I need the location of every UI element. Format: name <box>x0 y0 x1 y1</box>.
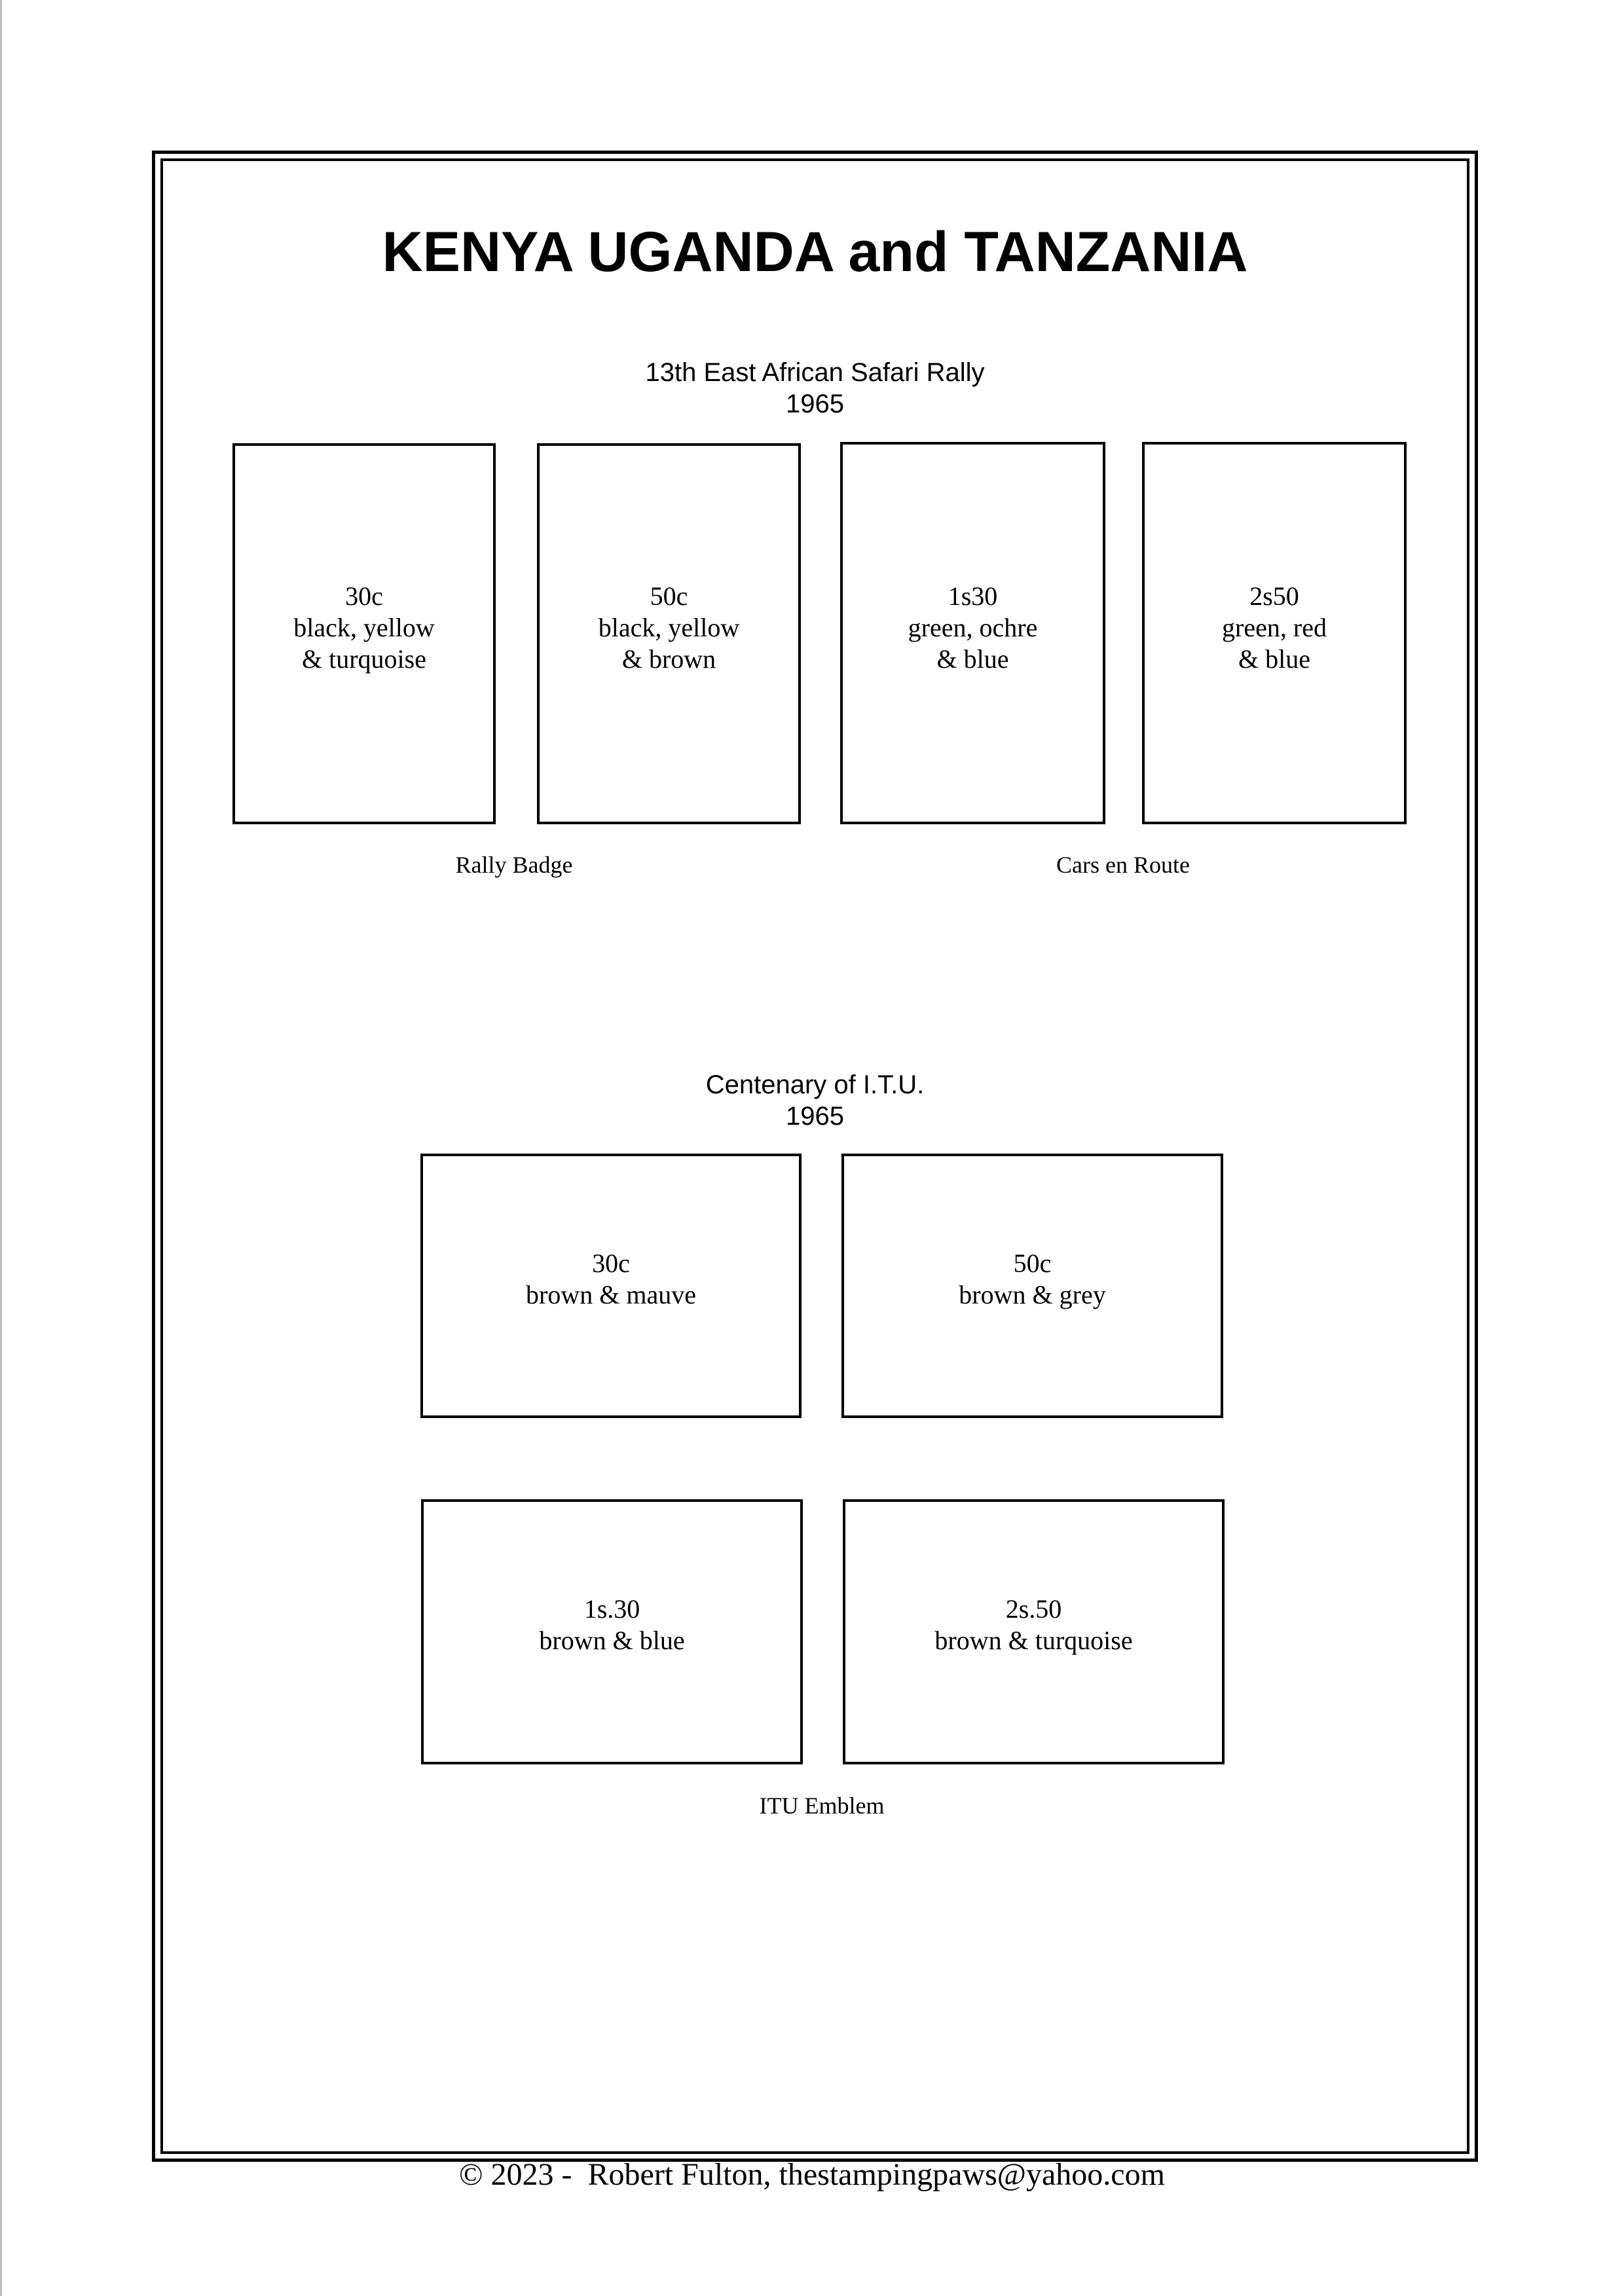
stamp-colour: black, yellow <box>598 613 740 642</box>
stamp-box: 2s50 green, red & blue <box>1142 442 1407 824</box>
stamp-value: 50c <box>650 581 688 611</box>
stamp-colour: brown & turquoise <box>934 1626 1133 1655</box>
stamp-box: 1s.30 brown & blue <box>421 1499 803 1764</box>
stamp-value: 2s50 <box>1249 581 1299 611</box>
set-heading-year: 1965 <box>786 1102 844 1131</box>
stamp-colour: brown & mauve <box>526 1280 696 1309</box>
set-heading-itu: Centenary of I.T.U. 1965 <box>160 1069 1469 1132</box>
stamp-colour: & blue <box>936 644 1009 674</box>
stamp-colour: black, yellow <box>293 613 435 642</box>
footer-copyright: © 2023 - Robert Fulton, thestampingpaws@… <box>459 2157 1165 2192</box>
stamp-value: 1s.30 <box>583 1594 640 1624</box>
stamp-value: 50c <box>1013 1248 1052 1278</box>
page-title: KENYA UGANDA and TANZANIA <box>382 221 1248 283</box>
set-heading-title: Centenary of I.T.U. <box>705 1070 925 1099</box>
stamp-caption: Rally Badge <box>455 852 573 878</box>
stamp-colour: brown & grey <box>959 1280 1106 1309</box>
stamp-value: 2s.50 <box>1005 1594 1062 1624</box>
page-border-inner <box>160 158 1469 2154</box>
page-edge <box>0 0 2 2296</box>
stamp-box: 30c black, yellow & turquoise <box>232 443 496 824</box>
set-heading-safari-rally: 13th East African Safari Rally 1965 <box>160 357 1469 420</box>
page-border-outer <box>152 151 1478 2162</box>
set-heading-year: 1965 <box>786 390 844 418</box>
stamp-colour: green, ochre <box>908 613 1038 642</box>
stamp-value: 1s30 <box>948 581 998 611</box>
stamp-value: 30c <box>345 581 383 611</box>
stamp-value: 30c <box>592 1248 630 1278</box>
set-heading-title: 13th East African Safari Rally <box>645 358 985 387</box>
stamp-box: 30c brown & mauve <box>420 1154 802 1418</box>
stamp-box: 1s30 green, ochre & blue <box>840 442 1105 824</box>
stamp-colour: green, red <box>1222 613 1327 642</box>
stamp-colour: brown & blue <box>539 1626 685 1655</box>
stamp-colour: & blue <box>1238 644 1310 674</box>
stamp-box: 50c black, yellow & brown <box>537 443 801 824</box>
stamp-caption: ITU Emblem <box>759 1793 885 1819</box>
stamp-box: 2s.50 brown & turquoise <box>843 1499 1225 1764</box>
stamp-box: 50c brown & grey <box>841 1154 1223 1418</box>
stamp-caption: Cars en Route <box>1056 852 1190 878</box>
stamp-colour: & turquoise <box>302 644 426 674</box>
stamp-colour: & brown <box>621 644 716 674</box>
